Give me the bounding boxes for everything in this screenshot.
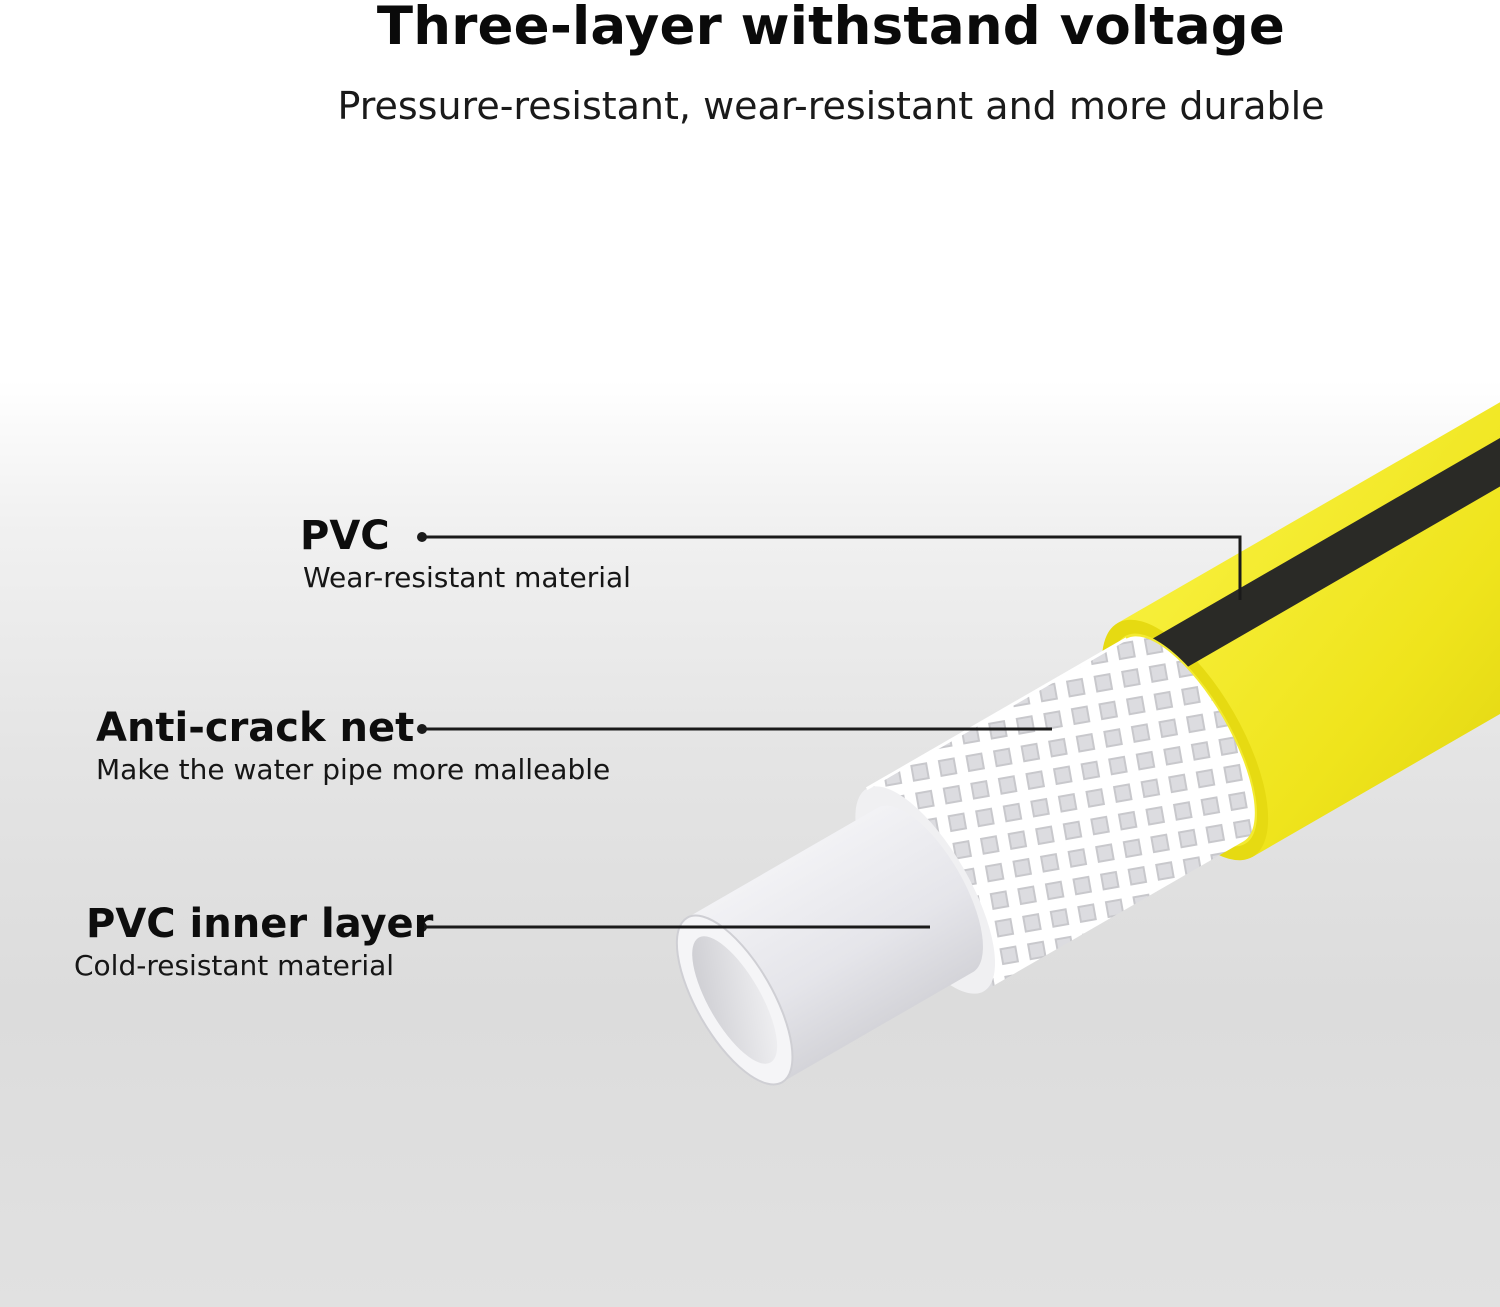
black-stripe <box>1101 299 1500 709</box>
layer-description: Wear-resistant material <box>303 561 631 594</box>
page-title: Three-layer withstand voltage <box>376 0 1286 57</box>
leader-dots <box>417 532 427 932</box>
leader-lines <box>422 535 1242 929</box>
layer-description: Make the water pipe more malleable <box>96 753 611 786</box>
layer-label-pvc-inner-layer: PVC inner layer Cold-resistant material <box>74 900 433 984</box>
layer-label-pvc: PVC Wear-resistant material <box>300 512 631 596</box>
leader-dot-pvc <box>417 532 427 542</box>
inner-pvc-tube <box>675 805 983 1086</box>
page-subtitle: Pressure-resistant, wear-resistant and m… <box>337 84 1325 128</box>
layer-name: PVC inner layer <box>86 901 434 947</box>
leader-line-pvc <box>422 535 1242 600</box>
layer-description: Cold-resistant material <box>74 949 395 982</box>
leader-dot-net <box>417 724 427 734</box>
leader-dot-inner <box>417 922 427 932</box>
layer-label-anti-crack-net: Anti-crack net Make the water pipe more … <box>96 704 610 788</box>
layer-name: Anti-crack net <box>96 705 415 751</box>
layer-name: PVC <box>300 513 390 559</box>
